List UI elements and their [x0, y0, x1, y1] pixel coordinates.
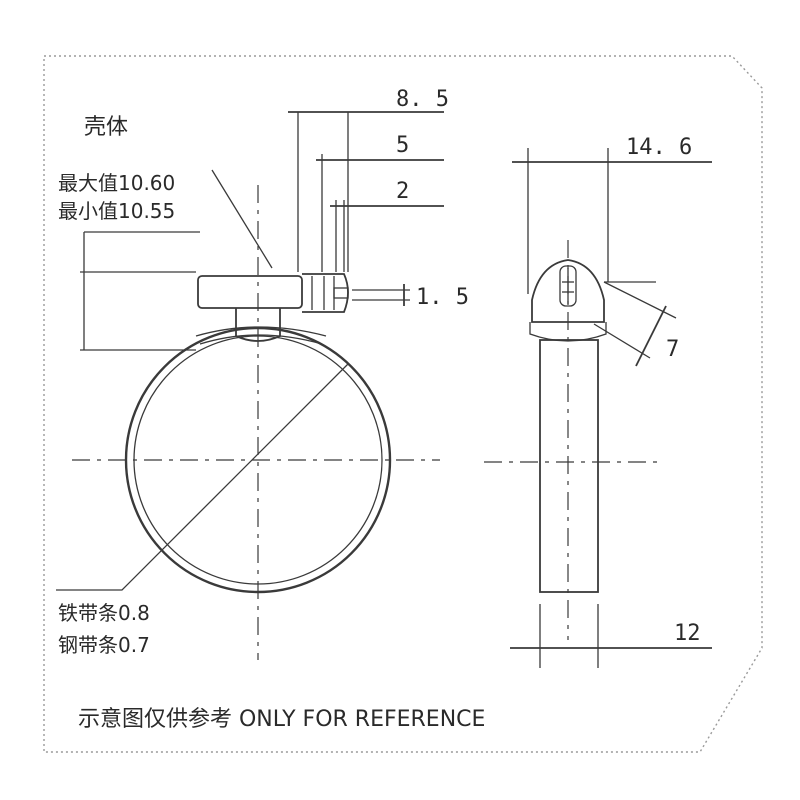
dim-label-7: 7	[666, 337, 679, 362]
housing-label: 壳体	[84, 115, 128, 140]
dim-label-1-5: 1. 5	[416, 285, 469, 310]
dim-line-7	[635, 305, 667, 367]
screw-slot	[333, 287, 349, 299]
min-value-label: 最小值10.55	[58, 199, 175, 223]
side-housing-lower	[529, 322, 607, 342]
iron-band-label: 铁带条0.8	[58, 601, 150, 625]
band-strip	[539, 339, 599, 593]
dim-label-12: 12	[674, 621, 701, 646]
dim-label-14-6: 14. 6	[626, 135, 692, 160]
dim-label-2: 2	[396, 179, 409, 204]
max-value-label: 最大值10.60	[58, 171, 175, 195]
side-view	[484, 148, 712, 668]
side-housing	[531, 259, 605, 323]
dim-label-5: 5	[396, 133, 409, 158]
dim-label-8-5: 8. 5	[396, 87, 449, 112]
screw-head	[302, 273, 349, 313]
reference-footer: 示意图仅供参考 ONLY FOR REFERENCE	[78, 707, 485, 732]
housing-leader	[211, 169, 273, 269]
band-leader	[56, 363, 349, 591]
steel-band-label: 钢带条0.7	[58, 633, 150, 657]
band-outer-ring	[124, 326, 392, 594]
dim-7-ext-top	[603, 281, 677, 319]
band-tail	[195, 326, 327, 337]
housing-body	[197, 275, 303, 309]
sheet-border	[43, 55, 763, 753]
front-view	[56, 111, 444, 660]
side-screw-body	[559, 265, 577, 307]
band-tail-inner	[199, 334, 323, 345]
dim-7-ext-bottom	[593, 323, 651, 359]
band-inner-ring	[133, 335, 383, 585]
